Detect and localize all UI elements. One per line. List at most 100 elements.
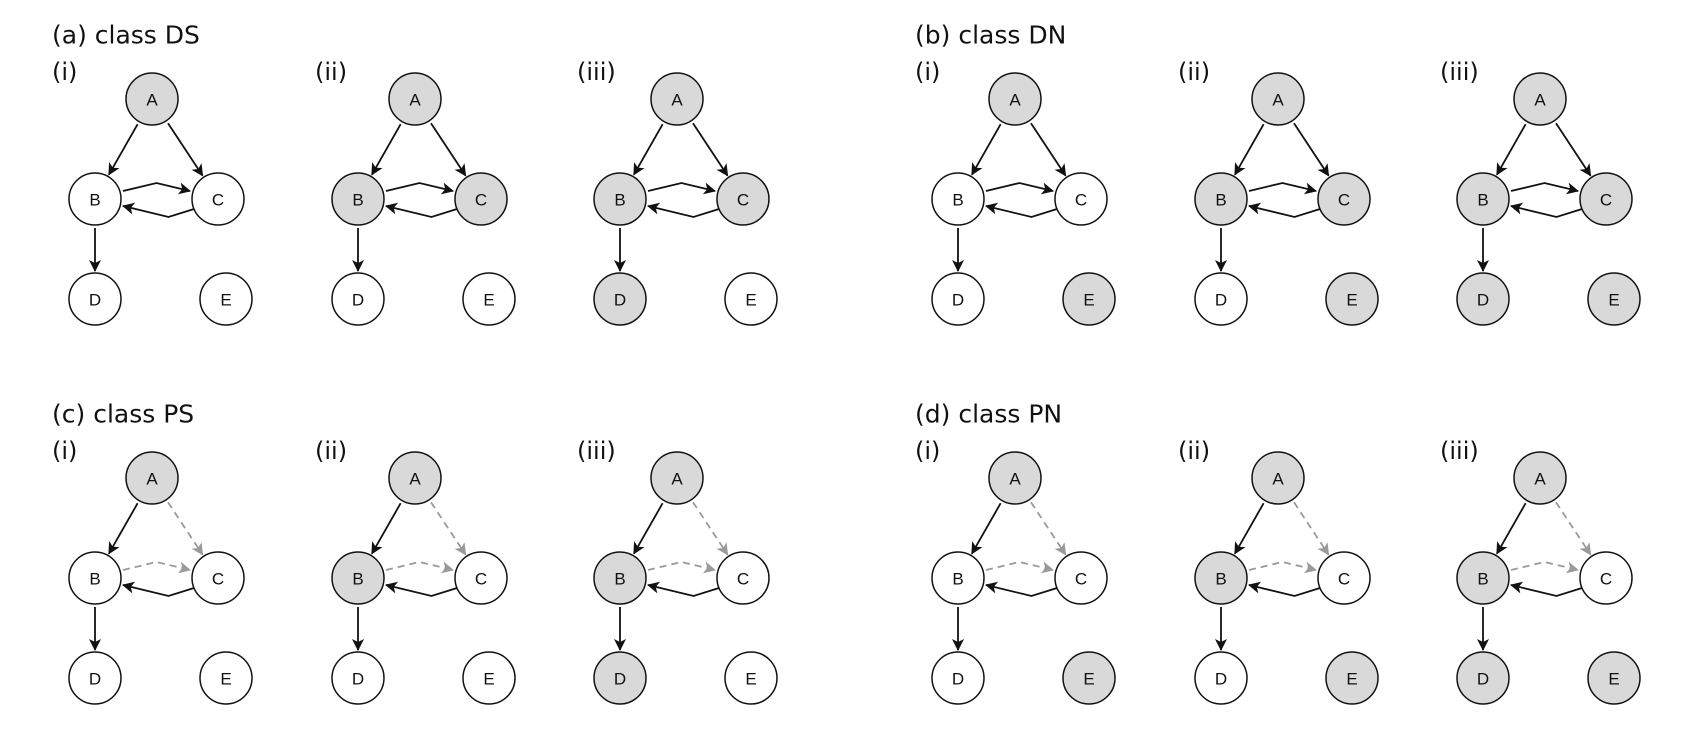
- sub-diagram-d-3: (iii) AB C D E: [1440, 437, 1641, 705]
- node-circle-b: [931, 551, 985, 605]
- node-label: E: [1608, 291, 1619, 310]
- node-d: D: [1456, 272, 1510, 326]
- node-circle-d: [1456, 272, 1510, 326]
- node-circle-a: [125, 451, 179, 505]
- node-circle-c: [1579, 551, 1633, 605]
- node-label: A: [1009, 91, 1021, 110]
- node-label: C: [1600, 570, 1612, 589]
- node-a: A: [1513, 72, 1567, 126]
- edge-b-c: [1248, 561, 1317, 574]
- node-a: A: [1513, 451, 1567, 505]
- edge-a-c: [1555, 501, 1592, 556]
- node-b: B: [1456, 551, 1510, 605]
- node-b: B: [931, 551, 985, 605]
- node-label: B: [952, 191, 963, 210]
- node-label: A: [409, 470, 421, 489]
- node-e: E: [724, 651, 778, 705]
- node-label: D: [352, 670, 364, 689]
- node-label: B: [352, 191, 363, 210]
- edge-c-b: [385, 202, 458, 218]
- node-label: D: [1215, 291, 1227, 310]
- node-a: A: [1251, 451, 1305, 505]
- node-label: D: [1215, 670, 1227, 689]
- node-label: E: [1346, 670, 1357, 689]
- node-b: B: [1456, 172, 1510, 226]
- node-b: B: [1194, 551, 1248, 605]
- sub-label: (ii): [1178, 58, 1210, 86]
- edge-a-c: [430, 501, 467, 556]
- node-c: C: [716, 172, 770, 226]
- node-circle-d: [331, 651, 385, 705]
- node-c: C: [1579, 172, 1633, 226]
- node-a: A: [988, 451, 1042, 505]
- node-d: D: [331, 651, 385, 705]
- node-c: C: [454, 172, 508, 226]
- edge-a-b: [371, 123, 402, 176]
- panel-title: (c) class PS: [52, 399, 194, 428]
- node-label: B: [89, 191, 100, 210]
- node-label: E: [745, 670, 756, 689]
- node-c: C: [1054, 172, 1108, 226]
- node-c: C: [1317, 172, 1371, 226]
- edge-c-b: [985, 202, 1058, 218]
- edge-b-c: [385, 182, 454, 195]
- edge-a-b: [1496, 502, 1527, 555]
- edge-a-b: [108, 123, 139, 176]
- node-label: E: [483, 291, 494, 310]
- node-label: E: [1608, 670, 1619, 689]
- node-circle-e: [724, 272, 778, 326]
- node-circle-e: [462, 651, 516, 705]
- panel-title: (a) class DS: [52, 20, 200, 49]
- node-c: C: [191, 172, 245, 226]
- sub-label: (iii): [1440, 437, 1479, 465]
- sub-label: (i): [915, 58, 940, 86]
- node-c: C: [1054, 551, 1108, 605]
- node-circle-c: [191, 172, 245, 226]
- node-e: E: [199, 272, 253, 326]
- node-label: D: [89, 291, 101, 310]
- edge-a-b: [1496, 123, 1527, 176]
- node-label: D: [952, 291, 964, 310]
- node-circle-c: [1054, 551, 1108, 605]
- sub-label: (ii): [315, 437, 347, 465]
- node-label: D: [1477, 670, 1489, 689]
- edge-a-b: [633, 123, 664, 176]
- node-label: C: [1338, 570, 1350, 589]
- node-circle-e: [1325, 272, 1379, 326]
- node-label: E: [483, 670, 494, 689]
- edge-c-b: [385, 581, 458, 597]
- node-circle-d: [593, 651, 647, 705]
- node-c: C: [1317, 551, 1371, 605]
- node-e: E: [1587, 272, 1641, 326]
- node-label: C: [737, 570, 749, 589]
- node-label: C: [1338, 191, 1350, 210]
- node-circle-c: [1054, 172, 1108, 226]
- node-circle-c: [1317, 172, 1371, 226]
- node-circle-d: [1194, 272, 1248, 326]
- node-circle-a: [125, 72, 179, 126]
- node-e: E: [462, 651, 516, 705]
- node-circle-a: [1513, 451, 1567, 505]
- edge-b-c: [647, 182, 716, 195]
- edge-c-b: [1248, 202, 1321, 218]
- node-label: A: [1272, 470, 1284, 489]
- node-a: A: [125, 72, 179, 126]
- node-d: D: [593, 272, 647, 326]
- node-circle-b: [1194, 551, 1248, 605]
- node-d: D: [331, 272, 385, 326]
- edge-b-c: [1510, 182, 1579, 195]
- panel-title: (b) class DN: [915, 20, 1066, 49]
- edge-a-c: [1293, 501, 1330, 556]
- edge-a-b: [971, 502, 1002, 555]
- edge-c-b: [647, 202, 720, 218]
- node-a: A: [125, 451, 179, 505]
- node-c: C: [716, 551, 770, 605]
